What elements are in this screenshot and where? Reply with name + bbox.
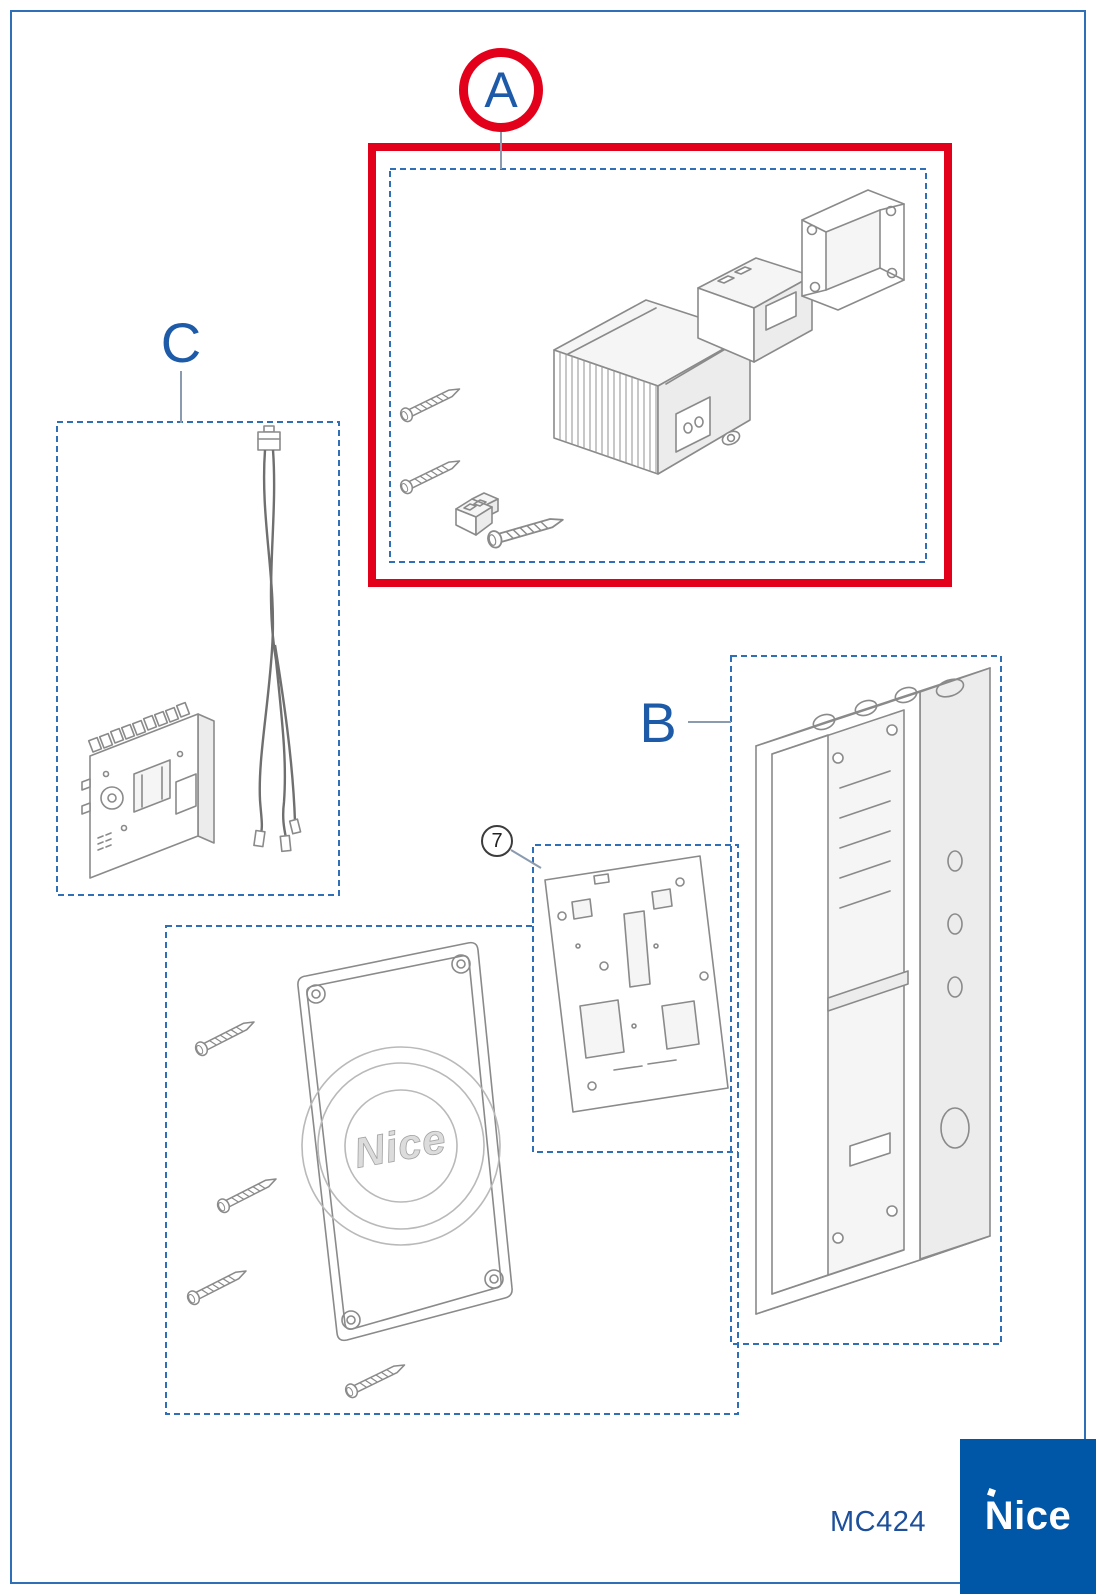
group-b-label: B (639, 690, 677, 754)
plate-group-dashed-box (532, 926, 738, 1153)
jumper-block-drawing (455, 492, 499, 536)
cable-assembly-drawing (253, 425, 302, 853)
back-box-drawing (755, 667, 991, 1315)
group-c-dashed-box (56, 421, 340, 896)
control-board-drawing (81, 701, 215, 879)
front-cover-drawing: Nice (297, 941, 513, 1342)
screw-icon (214, 1171, 280, 1216)
cover-group-dashed-box (165, 844, 739, 1415)
part-7-label: 7 (491, 829, 503, 852)
capacitor-box-drawing (697, 257, 813, 363)
group-c-label: C (160, 310, 202, 374)
page-border (10, 10, 1086, 1584)
screw-icon (342, 1357, 409, 1401)
part-7-callout: 7 (481, 825, 513, 857)
brand-logo-box: Nice (960, 1439, 1096, 1594)
group-a-label: A (484, 62, 518, 118)
group-boxes (56, 132, 1002, 1415)
screw-icon (397, 453, 464, 497)
brand-logo-text: Nice (984, 1494, 1072, 1538)
group-a-highlight-rect (368, 143, 952, 587)
group-a-dashed-box (389, 168, 927, 563)
group-a-callout-ring: A (459, 48, 543, 132)
group-b-dashed-box (730, 655, 1002, 1345)
screw-icon (397, 381, 464, 425)
leader-line-7 (510, 849, 542, 869)
screw-icon (192, 1014, 258, 1059)
screw-icon (184, 1263, 250, 1308)
mounting-plate-drawing (544, 855, 729, 1113)
model-number: MC424 (830, 1506, 926, 1538)
mounting-bracket-drawing (801, 189, 905, 311)
screw-icon (485, 510, 567, 551)
